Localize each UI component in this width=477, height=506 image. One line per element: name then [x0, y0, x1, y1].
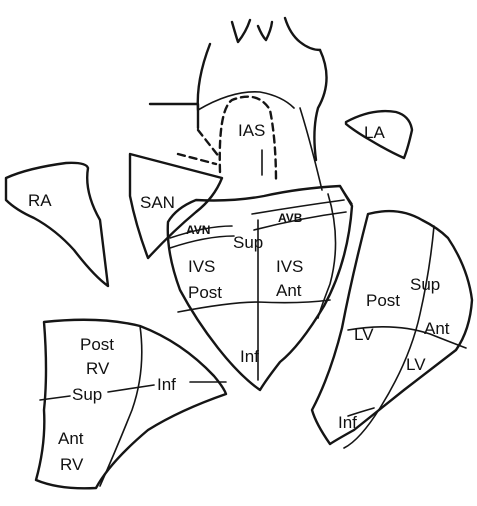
rv-post-rv-label: RV [86, 359, 110, 378]
rv-ant-rv-label: RV [60, 455, 84, 474]
lv-post-lv-label: LV [354, 325, 374, 344]
rv-ant-label: Ant [58, 429, 84, 448]
great-vessels [232, 18, 320, 50]
lv-post-label: Post [366, 291, 400, 310]
la-segment: LA [346, 111, 412, 158]
rv-segment: Post RV Sup Inf Ant RV [36, 320, 226, 489]
septum-inf-label: Inf [240, 347, 259, 366]
ias-label: IAS [238, 121, 265, 140]
septum-sup-label: Sup [233, 233, 263, 252]
la-label: LA [364, 123, 385, 142]
ivs-post-label: IVS [188, 257, 215, 276]
rv-sup-label: Sup [72, 385, 102, 404]
septum-ant-label: Ant [276, 281, 302, 300]
rv-post-label: Post [80, 335, 114, 354]
atrial-outline [150, 44, 327, 190]
avn-label: AVN [186, 223, 210, 237]
ra-label: RA [28, 191, 52, 210]
lv-ant-lv-label: LV [406, 355, 426, 374]
avb-label: AVB [278, 211, 303, 225]
rv-inf-label: Inf [157, 375, 176, 394]
san-label: SAN [140, 193, 175, 212]
san-segment: SAN [130, 154, 222, 258]
lv-ant-label: Ant [424, 319, 450, 338]
lv-inf-label: Inf [338, 413, 357, 432]
ra-segment: RA [6, 163, 108, 286]
ivs-ant-label: IVS [276, 257, 303, 276]
septum-post-label: Post [188, 283, 222, 302]
lv-sup-label: Sup [410, 275, 440, 294]
